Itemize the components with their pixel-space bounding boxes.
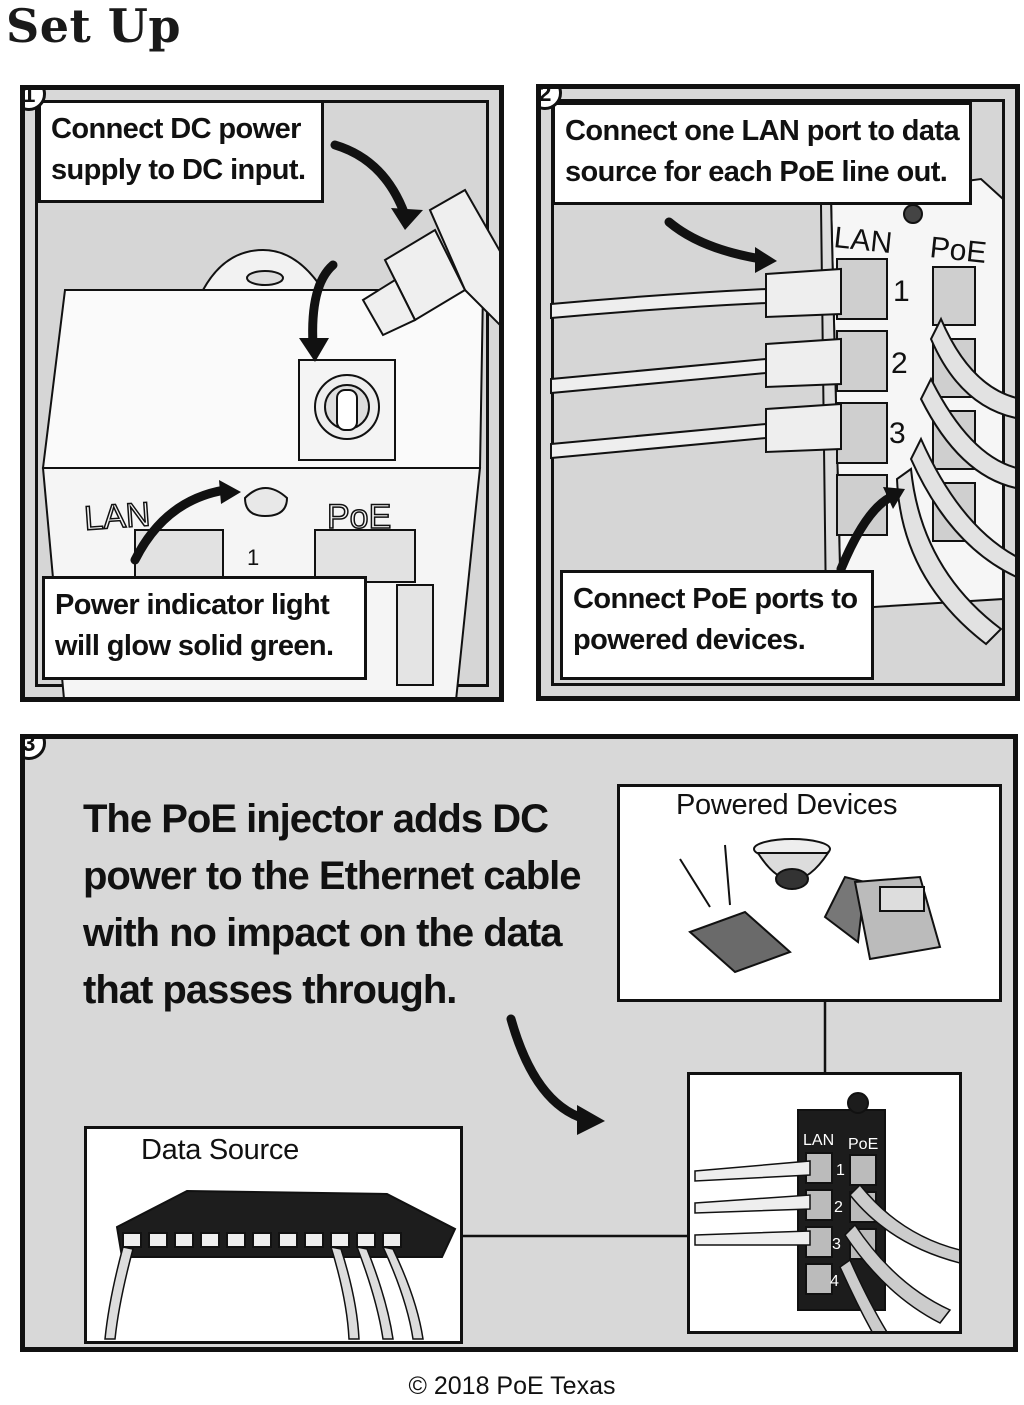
callout-line: source for each PoE line out. [565, 156, 948, 188]
step-1-panel: LAN PoE 1 1 Connect DC power supply to D… [20, 85, 504, 702]
injector-labels: LAN PoE 1 2 3 4 [803, 1132, 878, 1290]
security-camera-icon [753, 838, 831, 890]
data-source-label: Data Source [141, 1134, 299, 1166]
poe-port-label: PoE [327, 498, 391, 536]
lan-cables [550, 267, 842, 460]
port-3-number: 3 [889, 417, 906, 450]
step-2-badge: 2 [541, 89, 562, 110]
lan-connection-callout: Connect one LAN port to data source for … [552, 102, 972, 205]
lan-label: LAN [803, 1132, 834, 1149]
description-line: with no impact on the data [83, 911, 562, 955]
injector-cables [694, 1160, 959, 1331]
step-2-panel: LAN PoE 1 2 3 2 [536, 84, 1020, 701]
callout-line: Connect PoE ports to [573, 583, 858, 615]
lan-poe-connection-illustration: LAN PoE 1 2 3 [550, 177, 1015, 646]
poe-cables [895, 316, 1015, 646]
arrow-head [577, 1105, 605, 1135]
step-3-panel: The PoE injector adds DC power to the Et… [20, 734, 1018, 1352]
callout-line: Connect DC power [51, 113, 301, 145]
network-switch-illustration [104, 1189, 457, 1340]
callout-line: will glow solid green. [55, 630, 334, 662]
port-3-number: 3 [832, 1236, 841, 1253]
data-flow-diagram [463, 1001, 827, 1238]
callout-line: supply to DC input. [51, 154, 306, 186]
poe-injector-illustration: LAN PoE 1 2 3 4 [694, 1092, 959, 1331]
poe-injector-description: The PoE injector adds DC power to the Et… [83, 791, 582, 1019]
port-2-number: 2 [891, 347, 908, 380]
power-indicator-callout: Power indicator light will glow solid gr… [42, 576, 367, 680]
arrow-to-lan-ports-icon [664, 217, 766, 264]
callout-line: powered devices. [573, 624, 806, 656]
copyright-notice: © 2018 PoE Texas [408, 1372, 616, 1400]
description-line: power to the Ethernet cable [83, 854, 582, 898]
arrow-to-plug-icon [330, 140, 410, 220]
step-3-badge: 3 [25, 739, 46, 760]
poe-label: PoE [848, 1136, 878, 1153]
powered-devices-illustration [679, 838, 942, 974]
callout-line: Power indicator light [55, 589, 330, 621]
lan-port-label: LAN [83, 495, 152, 538]
arrow-to-injector-icon [506, 1014, 590, 1124]
arrow-icons [664, 217, 896, 574]
dc-power-callout: Connect DC power supply to DC input. [38, 100, 324, 203]
data-source-box: Data Source [84, 1126, 463, 1344]
connector-lines [463, 1001, 827, 1238]
switch-cables [104, 1245, 424, 1340]
lan-label: LAN [832, 221, 893, 260]
device-text-labels: LAN PoE 1 [82, 495, 392, 570]
arrow-to-power-light-icon [130, 485, 230, 565]
step-1-badge: 1 [25, 90, 46, 111]
arrow-heads [219, 208, 423, 504]
network-switch-icon [115, 1189, 457, 1258]
port-1-label: 1 [247, 545, 259, 570]
injector-labels: LAN PoE 1 2 3 [832, 221, 988, 450]
poe-injector-box: LAN PoE 1 2 3 4 [687, 1072, 962, 1334]
powered-devices-box: Powered Devices [617, 784, 1002, 1002]
wireless-router-icon [679, 844, 792, 974]
port-1-number: 1 [893, 275, 910, 308]
arrow-icons [130, 140, 410, 565]
port-1-number: 1 [836, 1162, 845, 1179]
dc-plug-icon [361, 188, 499, 337]
arrow-to-dc-input-icon [308, 260, 338, 350]
ip-phone-icon [823, 875, 942, 961]
poe-label: PoE [928, 231, 988, 270]
poe-connection-callout: Connect PoE ports to powered devices. [560, 570, 874, 680]
port-4-number: 4 [830, 1273, 839, 1290]
arrow-to-poe-ports-icon [836, 492, 896, 574]
powered-devices-label: Powered Devices [676, 789, 898, 821]
arrow-heads [755, 247, 905, 509]
description-line: The PoE injector adds DC [83, 797, 549, 841]
page-title: Set Up [6, 0, 182, 53]
callout-line: Connect one LAN port to data [565, 115, 960, 147]
port-2-number: 2 [834, 1199, 843, 1216]
description-line: that passes through. [83, 968, 457, 1012]
